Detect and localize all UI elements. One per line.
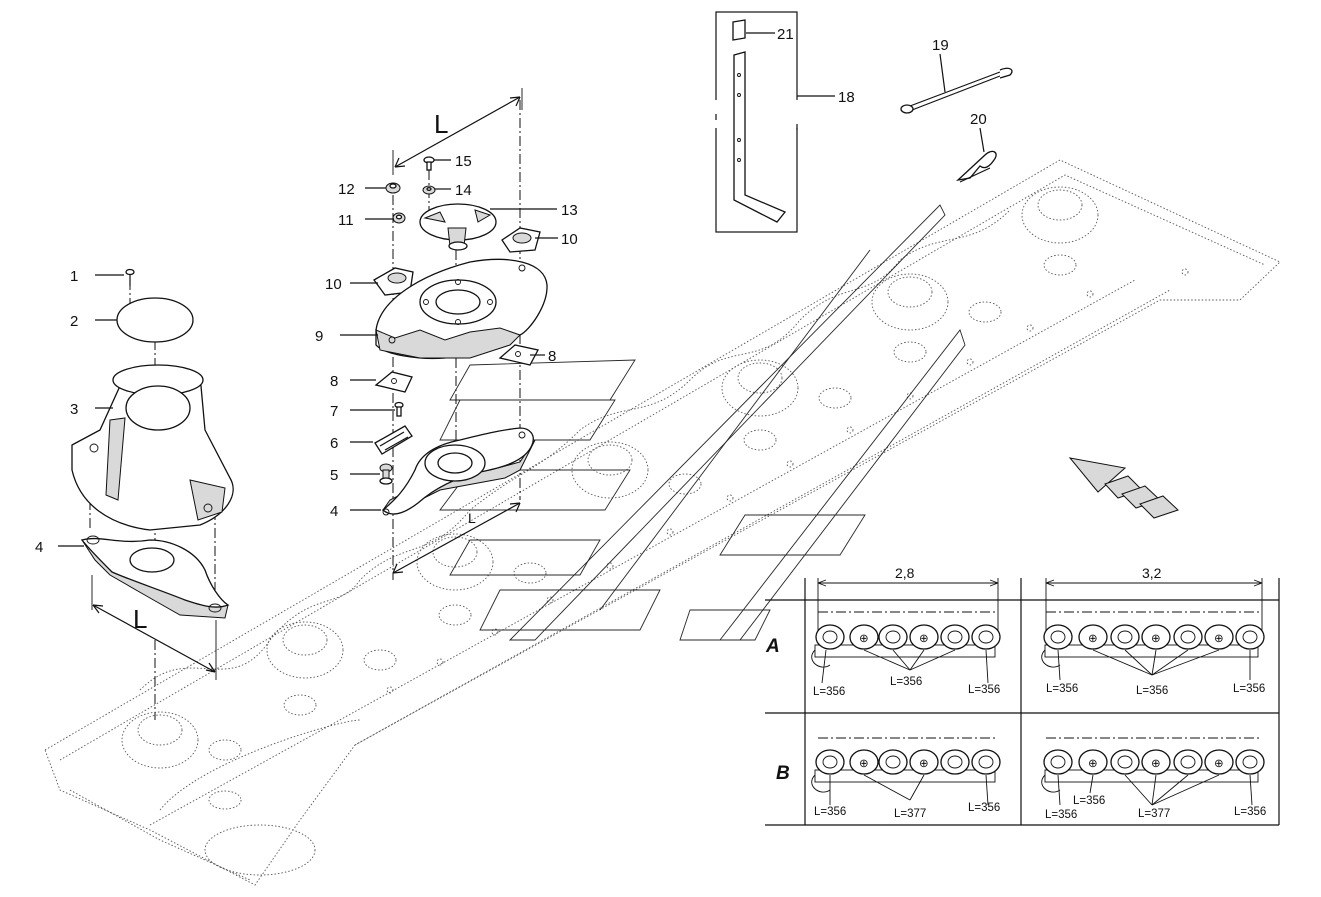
- a28-left-label: L=356: [813, 686, 845, 698]
- callouts: 1 2 3 4 4 5 6 7 8 8 9 10 10 11 12 13 14: [35, 26, 987, 556]
- svg-text:⊕: ⊕: [1151, 758, 1161, 770]
- a32-left-label: L=356: [1046, 683, 1078, 695]
- callout-12: 12: [338, 181, 355, 198]
- knife-holder-part-10-left: [373, 267, 414, 296]
- width-dim-3-2: 3,2: [1045, 565, 1263, 630]
- a28-center-label: L=356: [890, 676, 922, 688]
- row-label-B: B: [776, 763, 790, 784]
- layout-A-3-2: ⊕ ⊕ ⊕ L=356 L=356 L=356: [1041, 611, 1265, 697]
- spring-clip-part-20: [955, 150, 997, 183]
- dimension-L-bottom-label: L: [468, 510, 476, 526]
- svg-text:⊕: ⊕: [859, 633, 869, 645]
- cover-plate-part-2: [116, 297, 194, 343]
- watermark-logo: [439, 204, 966, 641]
- b32-second-label: L=356: [1073, 795, 1105, 807]
- clip-part-8-right: [498, 344, 539, 366]
- callout-5: 5: [330, 467, 338, 484]
- callout-20: 20: [970, 111, 987, 128]
- knife-key-part-18: [733, 51, 787, 223]
- dimension-L-top: L: [392, 88, 523, 175]
- width-label-3-2: 3,2: [1142, 565, 1162, 581]
- nut-part-11: [392, 212, 406, 224]
- svg-text:⊕: ⊕: [919, 633, 929, 645]
- knife-part-6: [374, 425, 413, 455]
- b28-left-label: L=356: [814, 806, 846, 818]
- callout-14: 14: [455, 182, 472, 199]
- callout-3: 3: [70, 401, 78, 418]
- bolt-part-5: [379, 463, 393, 485]
- layout-B-2-8: ⊕ ⊕ L=356 L=377 L=356: [811, 737, 1001, 820]
- svg-text:⊕: ⊕: [859, 758, 869, 770]
- callout-11: 11: [338, 212, 354, 229]
- disc-spacing-table: A B 2,8 3,2 ⊕ ⊕: [765, 565, 1280, 826]
- callout-15: 15: [455, 153, 472, 170]
- callout-4-center: 4: [330, 503, 338, 520]
- tool-box-parts-18-21: [710, 11, 804, 233]
- mower-disc-part-9: [375, 258, 548, 360]
- cutter-bar: [44, 159, 1281, 886]
- callout-18: 18: [838, 89, 855, 106]
- dimension-L-bottom: L: [392, 502, 521, 574]
- left-disc-assembly: L: [71, 268, 234, 720]
- washer-part-14: [422, 185, 436, 195]
- callout-9: 9: [315, 328, 323, 345]
- callout-8-left: 8: [330, 373, 338, 390]
- b28-right-label: L=356: [968, 802, 1000, 814]
- a32-center-label: L=356: [1136, 685, 1168, 697]
- a28-right-label: L=356: [968, 684, 1000, 696]
- b28-center-label: L=377: [894, 808, 926, 820]
- row-label-A: A: [765, 636, 780, 657]
- rotor-cap-part-13: [419, 203, 497, 251]
- callout-4-left: 4: [35, 539, 43, 556]
- svg-text:⊕: ⊕: [1088, 633, 1098, 645]
- b32-right-label: L=356: [1234, 806, 1266, 818]
- layout-B-3-2: ⊕ ⊕ ⊕ L=356 L=356 L=377 L=356: [1041, 737, 1266, 821]
- callout-7: 7: [330, 403, 338, 420]
- screw-part-15: [423, 156, 435, 171]
- bar-holes: [386, 268, 1189, 694]
- disc-plate-part-4-center: [381, 427, 536, 516]
- dimension-L-left: L: [91, 575, 217, 680]
- dimension-L-top-label: L: [434, 109, 448, 139]
- callout-6: 6: [330, 435, 338, 452]
- pin-part-21: [732, 19, 746, 41]
- screw-part-1: [125, 268, 135, 286]
- svg-text:⊕: ⊕: [1214, 758, 1224, 770]
- rotor-hub-part-3: [71, 364, 234, 531]
- screw-part-7: [394, 401, 404, 417]
- bar-disc-hubs: [121, 186, 1099, 769]
- svg-text:⊕: ⊕: [1151, 633, 1161, 645]
- callout-19: 19: [932, 37, 949, 54]
- a32-right-label: L=356: [1233, 683, 1265, 695]
- width-dim-2-8: 2,8: [817, 565, 999, 630]
- width-label-2-8: 2,8: [895, 565, 915, 581]
- knife-holder-part-10-right: [501, 227, 541, 253]
- wire-part-19: [900, 67, 1013, 114]
- callout-2: 2: [70, 313, 78, 330]
- callout-1: 1: [70, 268, 78, 285]
- clip-part-8-left: [374, 371, 413, 393]
- svg-text:⊕: ⊕: [1088, 758, 1098, 770]
- disc-plate-part-4-left: [80, 535, 230, 619]
- callout-8-right: 8: [548, 348, 556, 365]
- nut-part-12: [385, 182, 401, 194]
- callout-13: 13: [561, 202, 578, 219]
- svg-text:⊕: ⊕: [1214, 633, 1224, 645]
- callout-21: 21: [777, 26, 794, 43]
- layout-A-2-8: ⊕ ⊕ L=356 L=356 L=356: [811, 611, 1001, 698]
- callout-10-right: 10: [561, 231, 578, 248]
- b32-left-label: L=356: [1045, 809, 1077, 821]
- callout-10-left: 10: [325, 276, 342, 293]
- b32-center-label: L=377: [1138, 808, 1170, 820]
- dimension-L-left-label: L: [133, 604, 147, 634]
- svg-text:⊕: ⊕: [919, 758, 929, 770]
- travel-direction-arrow-icon: [1068, 457, 1179, 519]
- center-disc-assembly: L L: [373, 88, 548, 580]
